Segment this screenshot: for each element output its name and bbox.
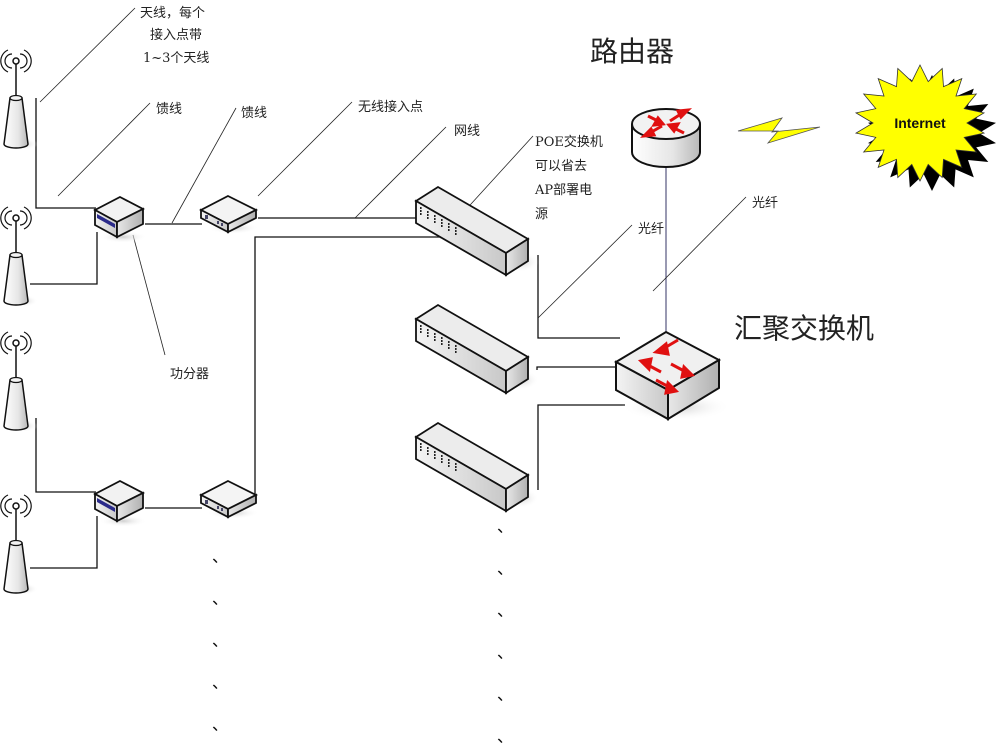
feeder-cable — [35, 418, 96, 493]
continuation-mark: 、 — [497, 601, 513, 620]
antenna-icon[interactable] — [0, 49, 38, 150]
continuation-mark: 、 — [212, 673, 228, 692]
internet-label: Internet — [894, 115, 946, 131]
aggregation-switch-title: 汇聚交换机 — [734, 312, 874, 345]
router-icon[interactable] — [631, 108, 701, 168]
poe-note-line-2: 可以省去 — [535, 159, 587, 174]
wan-link-lightning-icon — [737, 117, 821, 144]
continuation-mark: 、 — [497, 685, 513, 704]
fiber-cable — [537, 404, 625, 490]
network-cable-label: 网线 — [454, 124, 480, 139]
network-cable — [254, 236, 445, 498]
poe-note-line-1: POE交换机 — [535, 134, 603, 150]
feeder-cable — [35, 98, 96, 209]
access-point-icon[interactable] — [199, 194, 259, 234]
antenna-icon[interactable] — [0, 206, 38, 307]
poe-note-line-3: AP部署电 — [534, 183, 592, 198]
wires — [30, 98, 667, 569]
continuation-mark: 、 — [212, 547, 228, 566]
poe-switches — [414, 185, 539, 513]
antenna-icon[interactable] — [0, 331, 38, 432]
leader-lines — [39, 7, 747, 356]
continuation-mark: 、 — [212, 715, 228, 734]
feeder-cable — [30, 516, 98, 569]
feeder-label-1: 馈线 — [156, 102, 182, 117]
fiber-cable — [537, 255, 620, 339]
antenna-note-line-2: 接入点带 — [150, 27, 202, 43]
feeder-cable — [30, 232, 98, 285]
continuation-marks: 、、、、、、、、、、、 — [212, 517, 513, 746]
wireless-ap-label: 无线接入点 — [358, 99, 423, 115]
continuation-mark: 、 — [497, 727, 513, 746]
access-point-icon[interactable] — [199, 479, 259, 519]
continuation-mark: 、 — [497, 643, 513, 662]
continuation-mark: 、 — [497, 517, 513, 536]
power-splitter-icon[interactable] — [93, 195, 147, 243]
internet-cloud-icon[interactable]: Internet — [854, 64, 996, 191]
feeder-label-2: 馈线 — [241, 106, 267, 121]
poe-switch-icon[interactable] — [414, 303, 539, 395]
poe-switch-icon[interactable] — [414, 421, 539, 513]
antenna-icon[interactable] — [0, 494, 38, 595]
power-splitter-label: 功分器 — [170, 367, 209, 382]
antenna-note-line-3: 1~3个天线 — [143, 51, 209, 66]
access-points — [199, 194, 259, 519]
poe-note-line-4: 源 — [535, 207, 548, 222]
fiber-label-1: 光纤 — [638, 222, 664, 237]
poe-switch-icon[interactable] — [414, 185, 539, 277]
fiber-label-2: 光纤 — [752, 196, 778, 211]
router-title: 路由器 — [590, 35, 674, 68]
aggregation-switch-icon[interactable] — [613, 330, 731, 421]
antenna-note-line-1: 天线，每个 — [140, 5, 205, 21]
continuation-mark: 、 — [212, 589, 228, 608]
continuation-mark: 、 — [497, 559, 513, 578]
power-splitters — [93, 195, 147, 527]
continuation-mark: 、 — [212, 631, 228, 650]
power-splitter-icon[interactable] — [93, 479, 147, 527]
antennas — [0, 49, 38, 595]
fiber-cable — [536, 366, 616, 370]
